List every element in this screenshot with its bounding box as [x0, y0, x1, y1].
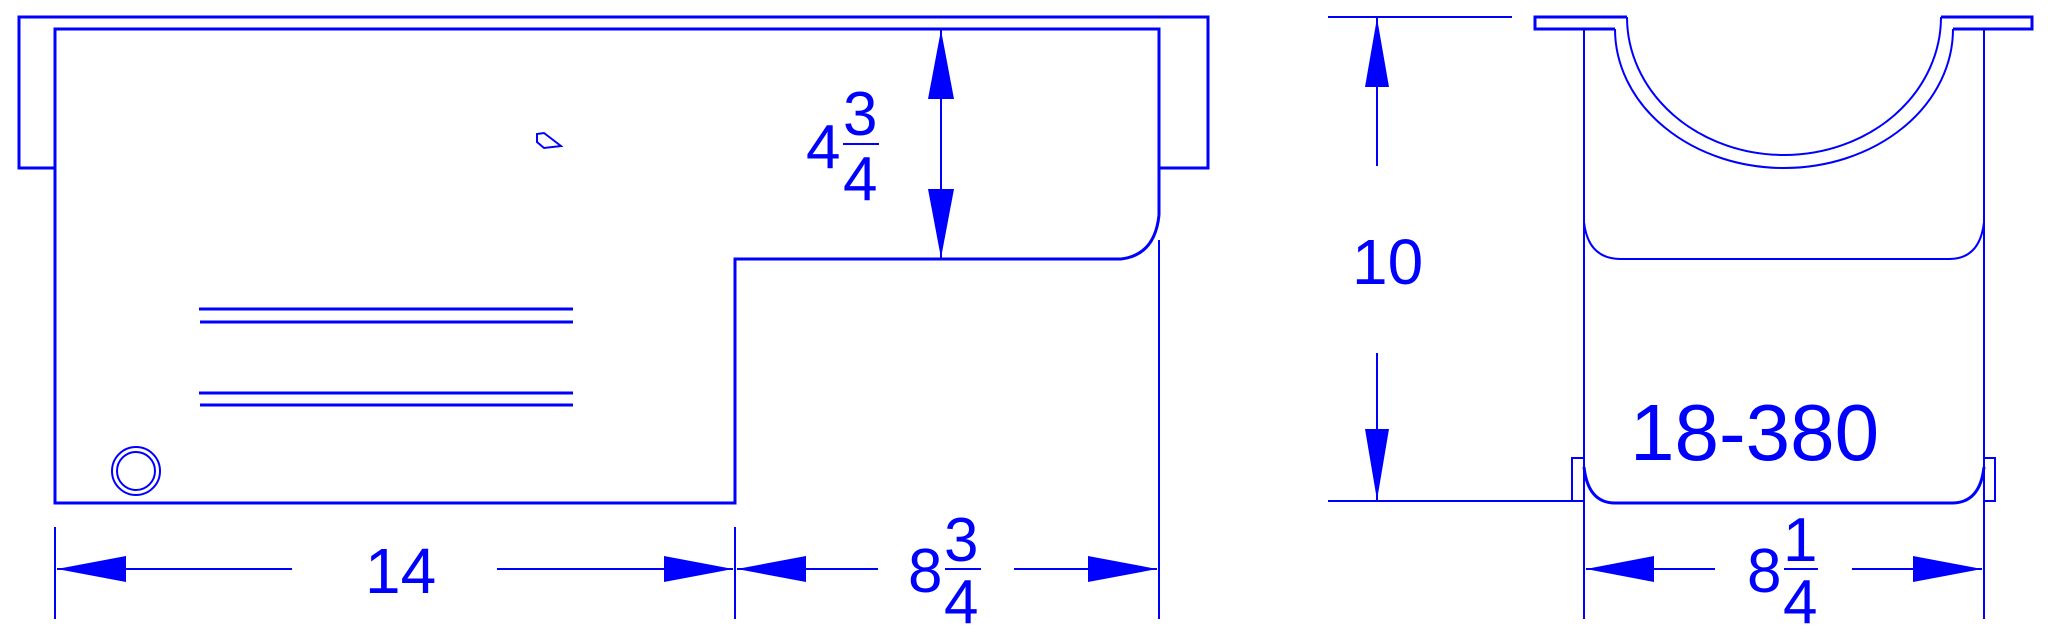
length-label: 14	[365, 535, 436, 607]
length-dimension: 14	[54, 527, 736, 619]
width-dimension: 8 1 4	[1586, 506, 1982, 636]
end-bottom-line	[1582, 466, 1986, 505]
side-small-feature	[536, 131, 564, 150]
end-left-foot	[1571, 457, 1584, 502]
side-flange-outline	[17, 15, 1210, 170]
depth-label: 10	[1352, 226, 1423, 298]
width-denominator: 4	[1783, 568, 1817, 636]
side-pan-body	[53, 27, 1161, 505]
side-view: 4 3 4 14 8 3 4	[17, 15, 1210, 636]
step-depth-dimension: 4 3 4	[806, 29, 954, 259]
sump-length-denominator: 4	[944, 568, 978, 636]
sump-length-dimension: 8 3 4	[737, 506, 1157, 636]
crank-clearance-outer-arc	[1614, 28, 1954, 169]
end-view: 18-380 10 8 1 4	[1328, 15, 2034, 636]
step-depth-denominator: 4	[843, 145, 877, 214]
end-right-foot	[1984, 457, 1996, 502]
depth-dimension: 10	[1328, 16, 1573, 502]
drain-plug	[111, 446, 161, 496]
width-numerator: 1	[1783, 506, 1817, 575]
width-whole: 8	[1747, 537, 1781, 606]
crank-clearance-inner-arc	[1626, 16, 1942, 156]
baffle-lines	[199, 307, 573, 407]
end-left-flange	[1533, 15, 1627, 31]
step-depth-numerator: 3	[843, 80, 877, 149]
sump-length-whole: 8	[908, 537, 942, 606]
part-number: 18-380	[1630, 388, 1879, 477]
end-right-flange	[1941, 15, 2034, 31]
step-depth-whole: 4	[806, 113, 840, 182]
end-step-line	[1583, 221, 1985, 260]
sump-length-numerator: 3	[944, 506, 978, 575]
